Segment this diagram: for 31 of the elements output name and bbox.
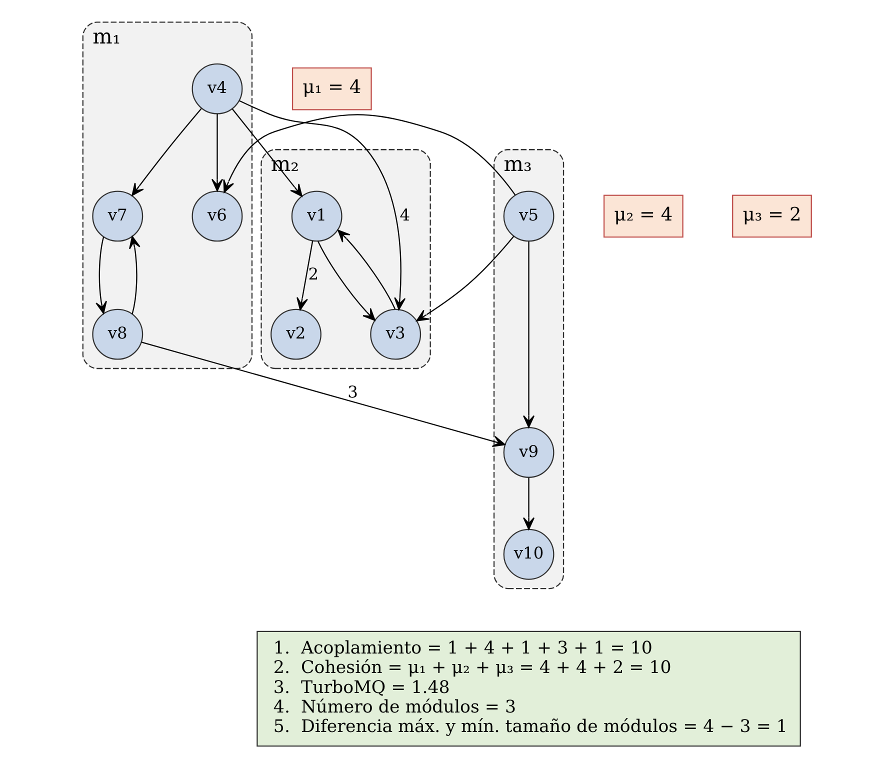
node-box: 1. Acoplamiento = 1 + 4 + 1 + 3 + 1 = 10 2. Cohesión = μ₁ + μ₂ + μ₃ = 4 + 4 + 2 = 10 3. TurboMQ = 1.48 4. Número de módulos = 3 5. Diferencia máx. y mín. tamaño de módulos = 4 − 3 = 1 (256, 630, 801, 747)
arrow (129, 236, 140, 314)
arrow (211, 114, 224, 192)
arrow (523, 242, 535, 428)
arrow (239, 100, 406, 310)
arrow (416, 236, 514, 322)
node-circle: v6 (192, 190, 243, 242)
node-circle: v5 (503, 190, 554, 242)
edge-label: 3 (348, 382, 358, 402)
arrow (141, 342, 506, 448)
node-circle: v3 (370, 308, 422, 360)
node-circle: v9 (503, 426, 554, 478)
node-circle: v4 (192, 63, 243, 114)
arrow (96, 236, 107, 314)
edge-label: 4 (400, 205, 410, 224)
arrow (338, 230, 396, 310)
node-circle: v8 (92, 308, 144, 360)
arrow (523, 478, 535, 530)
node-circle: v2 (270, 308, 322, 360)
node-box: μ₁ = 4 (292, 67, 372, 110)
arrow (296, 240, 314, 310)
node-box: μ₂ = 4 (603, 194, 684, 238)
arrow (132, 108, 202, 196)
arrow (232, 108, 302, 197)
node-box: μ₃ = 2 (732, 194, 812, 238)
arrow (223, 114, 516, 196)
node-circle: v7 (92, 190, 144, 242)
arrow (318, 241, 376, 321)
edge-label: 2 (308, 264, 319, 284)
node-circle: v10 (503, 528, 554, 580)
node-circle: v1 (291, 190, 342, 242)
